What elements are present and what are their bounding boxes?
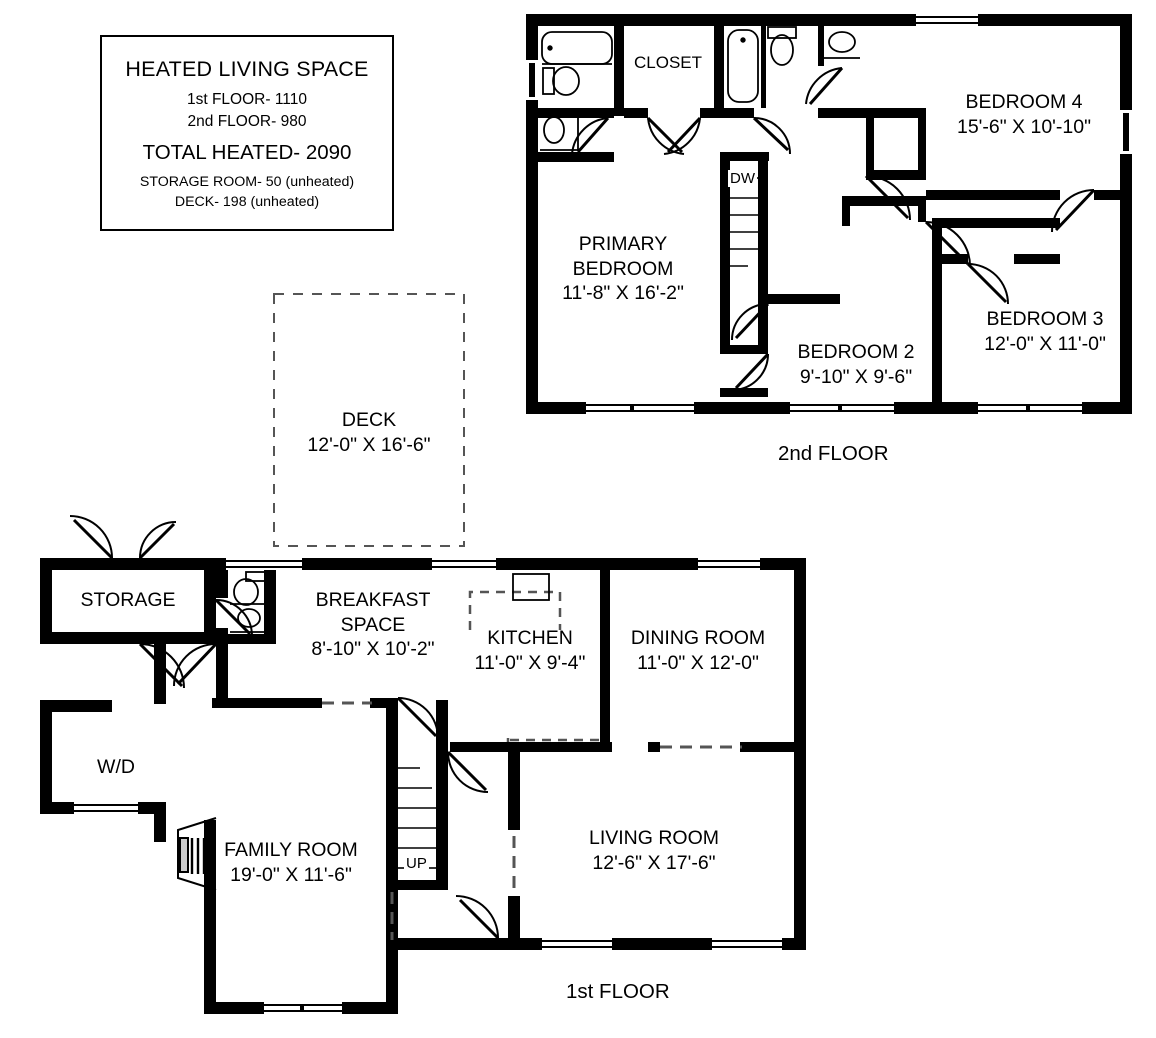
second-floor-exterior-walls xyxy=(526,14,1132,414)
legend-title: HEATED LIVING SPACE xyxy=(125,57,369,81)
caption-second-floor: 2nd FLOOR xyxy=(778,442,889,465)
heated-living-space-legend: HEATED LIVING SPACE 1st FLOOR- 1110 2nd … xyxy=(100,35,394,231)
first-floor-stairs xyxy=(398,767,436,869)
first-floor-doors xyxy=(69,515,500,940)
primary-bathroom-fixtures xyxy=(540,31,613,151)
second-floor-group xyxy=(526,14,1132,414)
caption-first-floor: 1st FLOOR xyxy=(566,980,670,1003)
legend-deck-note: DECK- 198 (unheated) xyxy=(174,193,320,210)
kitchen-sink xyxy=(512,573,550,601)
stairs-up-label: UP xyxy=(404,855,429,872)
first-floor-group xyxy=(40,515,806,1014)
deck-outline xyxy=(273,293,465,547)
fireplace xyxy=(177,817,217,891)
first-floor-exterior-walls xyxy=(40,558,806,1014)
legend-total-heated: TOTAL HEATED- 2090 xyxy=(142,140,352,164)
secondary-bathroom-fixtures xyxy=(727,26,860,103)
first-floor-interior-walls xyxy=(212,570,806,940)
second-floor-interior-walls xyxy=(538,26,1132,406)
first-floor-openings xyxy=(322,701,742,940)
kitchen-counter xyxy=(468,590,600,742)
legend-first-floor-area: 1st FLOOR- 1110 xyxy=(186,90,308,108)
legend-storage-note: STORAGE ROOM- 50 (unheated) xyxy=(139,173,355,190)
dumbwaiter-label: DW xyxy=(728,170,757,187)
legend-second-floor-area: 2nd FLOOR- 980 xyxy=(187,112,307,130)
second-floor-doors xyxy=(571,67,1096,391)
